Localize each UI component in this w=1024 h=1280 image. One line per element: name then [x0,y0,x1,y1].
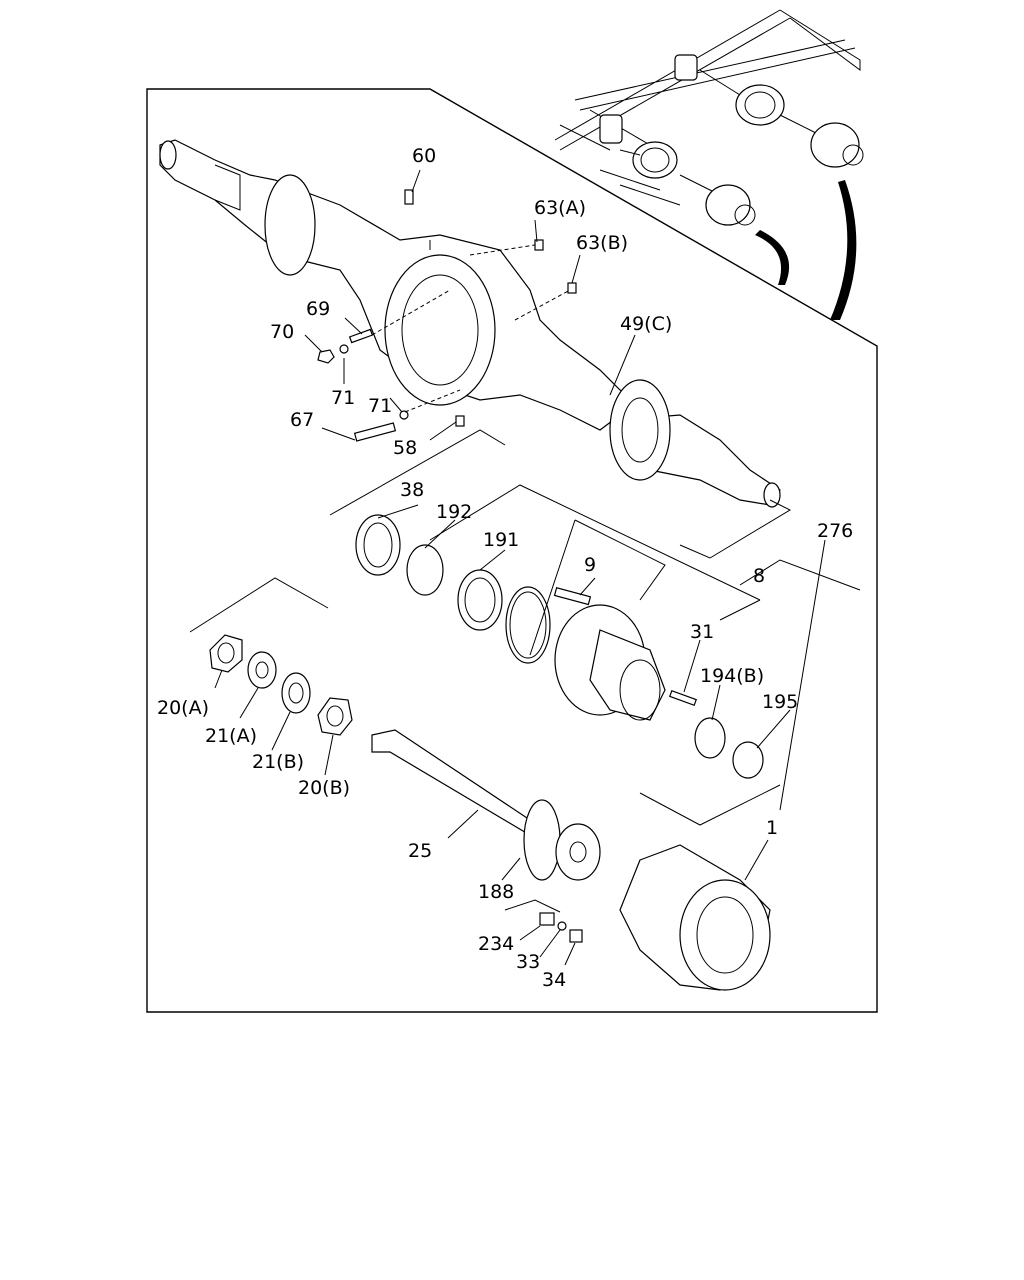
label-188: 188 [478,881,514,903]
leader-lines [189,169,861,966]
label-34: 34 [542,969,566,991]
label-9: 9 [584,554,596,576]
label-63a: 63(A) [534,197,586,219]
label-234: 234 [478,933,514,955]
label-8: 8 [753,565,765,587]
label-21a: 21(A) [205,725,257,747]
label-195: 195 [762,691,798,713]
label-71-lower: 71 [331,387,355,409]
label-67: 67 [290,409,314,431]
bearing-parts [355,514,551,664]
part-labels: 60 63(A) 63(B) 69 70 71 71 49(C) 67 58 3… [157,145,853,991]
label-38: 38 [400,479,424,501]
label-58: 58 [393,437,417,459]
label-21b: 21(B) [252,751,304,773]
axle-shaft [371,729,601,943]
label-71-upper: 71 [368,395,392,417]
wheel-hub [553,587,764,779]
housing-hardware [317,189,577,442]
label-33: 33 [516,951,540,973]
label-192: 192 [436,501,472,523]
label-25: 25 [408,840,432,862]
label-70: 70 [270,321,294,343]
diagram-frame [146,88,878,1013]
label-1: 1 [766,817,778,839]
label-60: 60 [412,145,436,167]
brake-drum [619,844,771,991]
label-20a: 20(A) [157,697,209,719]
label-31: 31 [690,621,714,643]
chassis-inset [554,9,864,320]
label-191: 191 [483,529,519,551]
label-49c: 49(C) [620,313,672,335]
label-20b: 20(B) [298,777,350,799]
label-69: 69 [306,298,330,320]
axle-housing [159,139,781,508]
label-194b: 194(B) [700,665,764,687]
label-276: 276 [817,520,853,542]
label-63b: 63(B) [576,232,628,254]
nut-washer-group [209,634,353,736]
